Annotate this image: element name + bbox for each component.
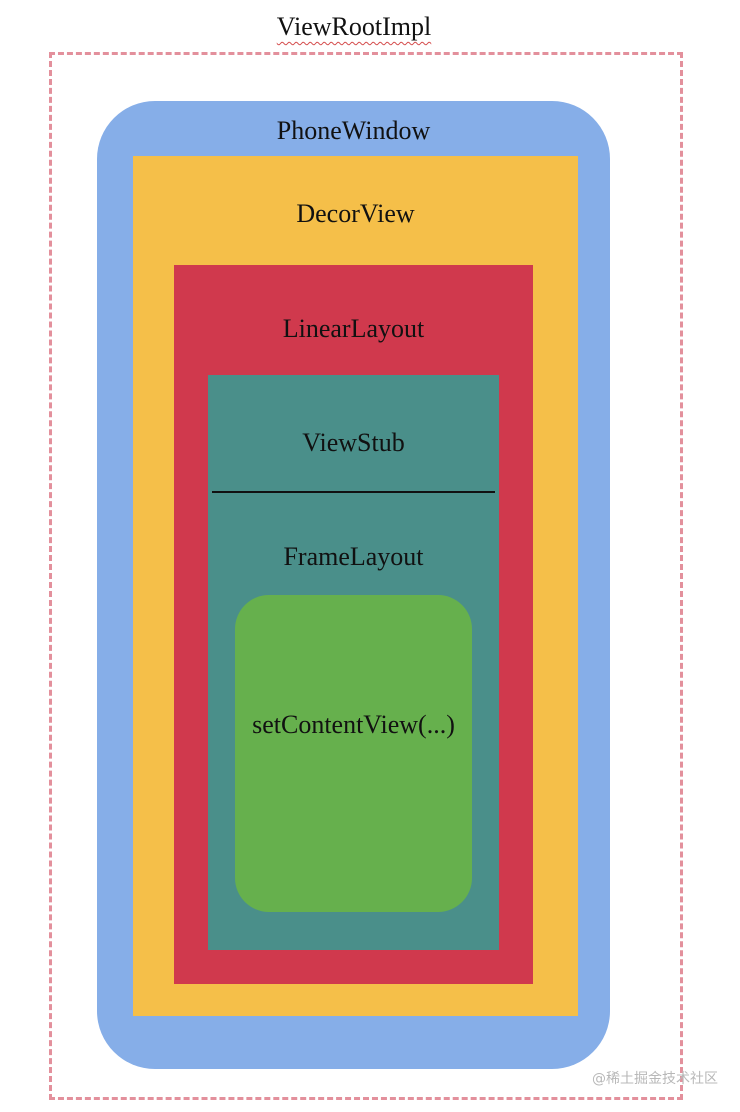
phone-window-label: PhoneWindow [276, 116, 431, 145]
view-root-impl-boundary [49, 52, 683, 1100]
set-content-view-label: setContentView(...) [252, 710, 455, 739]
view-stub-divider [212, 491, 495, 493]
linear-layout-label: LinearLayout [282, 314, 425, 343]
view-root-impl-text: ViewRootImpl [276, 12, 432, 41]
decor-view-label: DecorView [296, 199, 415, 228]
set-content-view-box [235, 595, 472, 912]
view-root-impl-label: ViewRootImpl [0, 10, 708, 44]
watermark-text: @稀土掘金技术社区 [592, 1071, 718, 1087]
view-stub-label: ViewStub [302, 428, 405, 457]
frame-layout-label: FrameLayout [283, 542, 424, 571]
